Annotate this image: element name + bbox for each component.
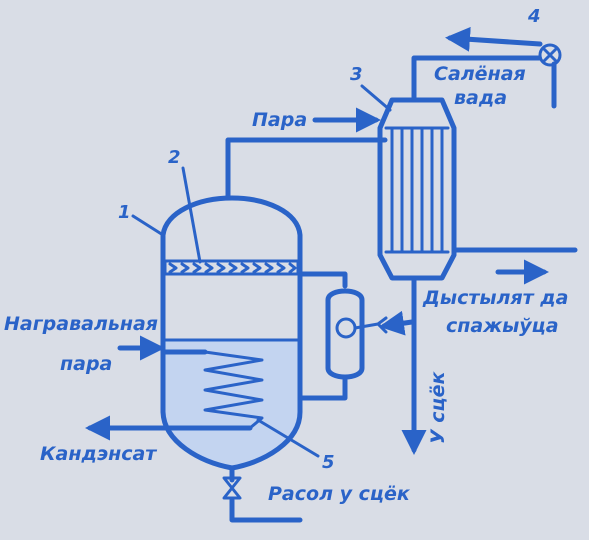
label-steam: Пара — [252, 109, 307, 131]
leader-1 — [131, 214, 165, 237]
steam-pipe — [225, 137, 388, 201]
label-heating-steam-2: пара — [60, 353, 112, 375]
label-5: 5 — [322, 452, 335, 473]
label-condensate: Кандэнсат — [40, 443, 157, 465]
heating-coil — [203, 350, 264, 430]
salt-water-outlet-arrow — [445, 26, 543, 52]
evaporator-vessel — [160, 195, 303, 471]
label-3: 3 — [350, 64, 363, 85]
condenser — [377, 97, 457, 281]
label-brine: Расол у сцёк — [268, 483, 411, 505]
regulator-lower-pipe — [297, 375, 348, 401]
condenser-shell — [377, 97, 457, 281]
brine-valve — [222, 476, 242, 500]
valve-4-body — [541, 46, 559, 64]
label-heating-steam-1: Награвальная — [4, 313, 158, 335]
condenser-tubes — [390, 126, 444, 254]
regulator-upper-pipe — [297, 271, 348, 289]
leader-2 — [181, 166, 202, 264]
level-regulator — [297, 271, 415, 401]
label-distillate-1: Дыстылят да — [422, 287, 568, 309]
leader-5 — [256, 418, 320, 458]
label-1: 1 — [118, 202, 131, 223]
feed-arrow — [379, 310, 415, 336]
salt-water-inlet-pipe — [411, 55, 545, 103]
condenser-tube-sheets — [384, 126, 450, 254]
leader-3 — [360, 84, 392, 112]
label-2: 2 — [168, 147, 181, 168]
label-to-drain: У сцёк — [427, 371, 449, 444]
regulator-vessel — [325, 288, 365, 380]
label-salt-water-2: вада — [454, 87, 507, 109]
separator-hatching — [168, 262, 297, 274]
vessel-shell — [160, 195, 303, 471]
label-distillate-2: спажыўца — [446, 315, 559, 337]
float — [335, 317, 357, 339]
label-salt-water-1: Салёная — [434, 63, 526, 85]
label-4: 4 — [527, 6, 541, 27]
